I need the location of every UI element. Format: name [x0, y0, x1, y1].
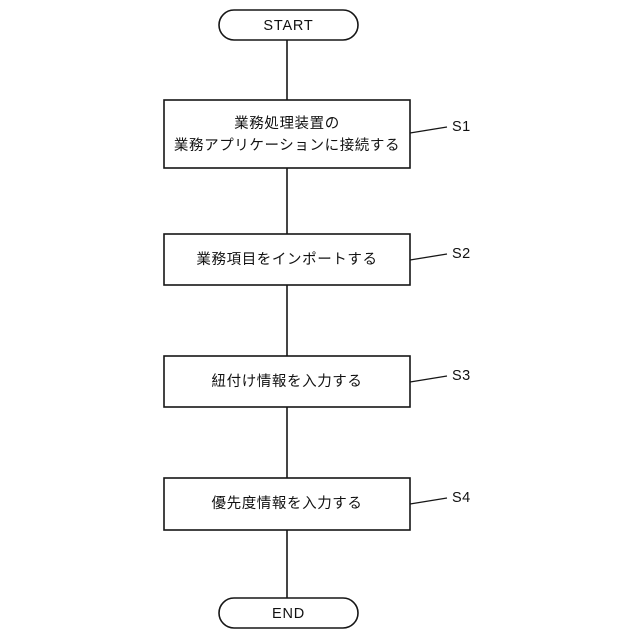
- step-label-s3: S3: [452, 368, 471, 384]
- process-box-s3: 紐付け情報を入力する S3: [163, 355, 471, 408]
- step-label-s2: S2: [452, 246, 471, 262]
- start-terminator-shape: [218, 9, 359, 41]
- leader-line-s4: [409, 497, 448, 505]
- process-box-s2-line-1: 業務項目をインポートする: [196, 251, 377, 268]
- leader-line-s2: [409, 253, 448, 261]
- process-box-s1-line-2: 業務アプリケーションに接続する: [174, 137, 400, 154]
- leader-line-s1: [409, 126, 448, 134]
- end-terminator-shape: [218, 597, 359, 629]
- process-box-s1-shape: [163, 99, 411, 169]
- start-terminator-label: START: [263, 18, 313, 34]
- process-box-s4: 優先度情報を入力する S4: [163, 477, 471, 531]
- step-label-s4: S4: [452, 490, 471, 506]
- process-box-s1-line-1: 業務処理装置の: [234, 115, 340, 132]
- end-terminator-label: END: [272, 606, 305, 622]
- process-box-s3-shape: [163, 355, 411, 408]
- end-terminator: END: [218, 597, 359, 629]
- process-box-s2-shape: [163, 233, 411, 286]
- process-box-s3-line-1: 紐付け情報を入力する: [212, 373, 363, 390]
- start-terminator: START: [218, 9, 359, 41]
- process-box-s2: 業務項目をインポートする S2: [163, 233, 471, 286]
- leader-line-s3: [409, 375, 448, 383]
- process-box-s1: 業務処理装置の 業務アプリケーションに接続する S1: [163, 99, 471, 169]
- process-box-s4-line-1: 優先度情報を入力する: [212, 495, 363, 512]
- step-label-s1: S1: [452, 119, 471, 135]
